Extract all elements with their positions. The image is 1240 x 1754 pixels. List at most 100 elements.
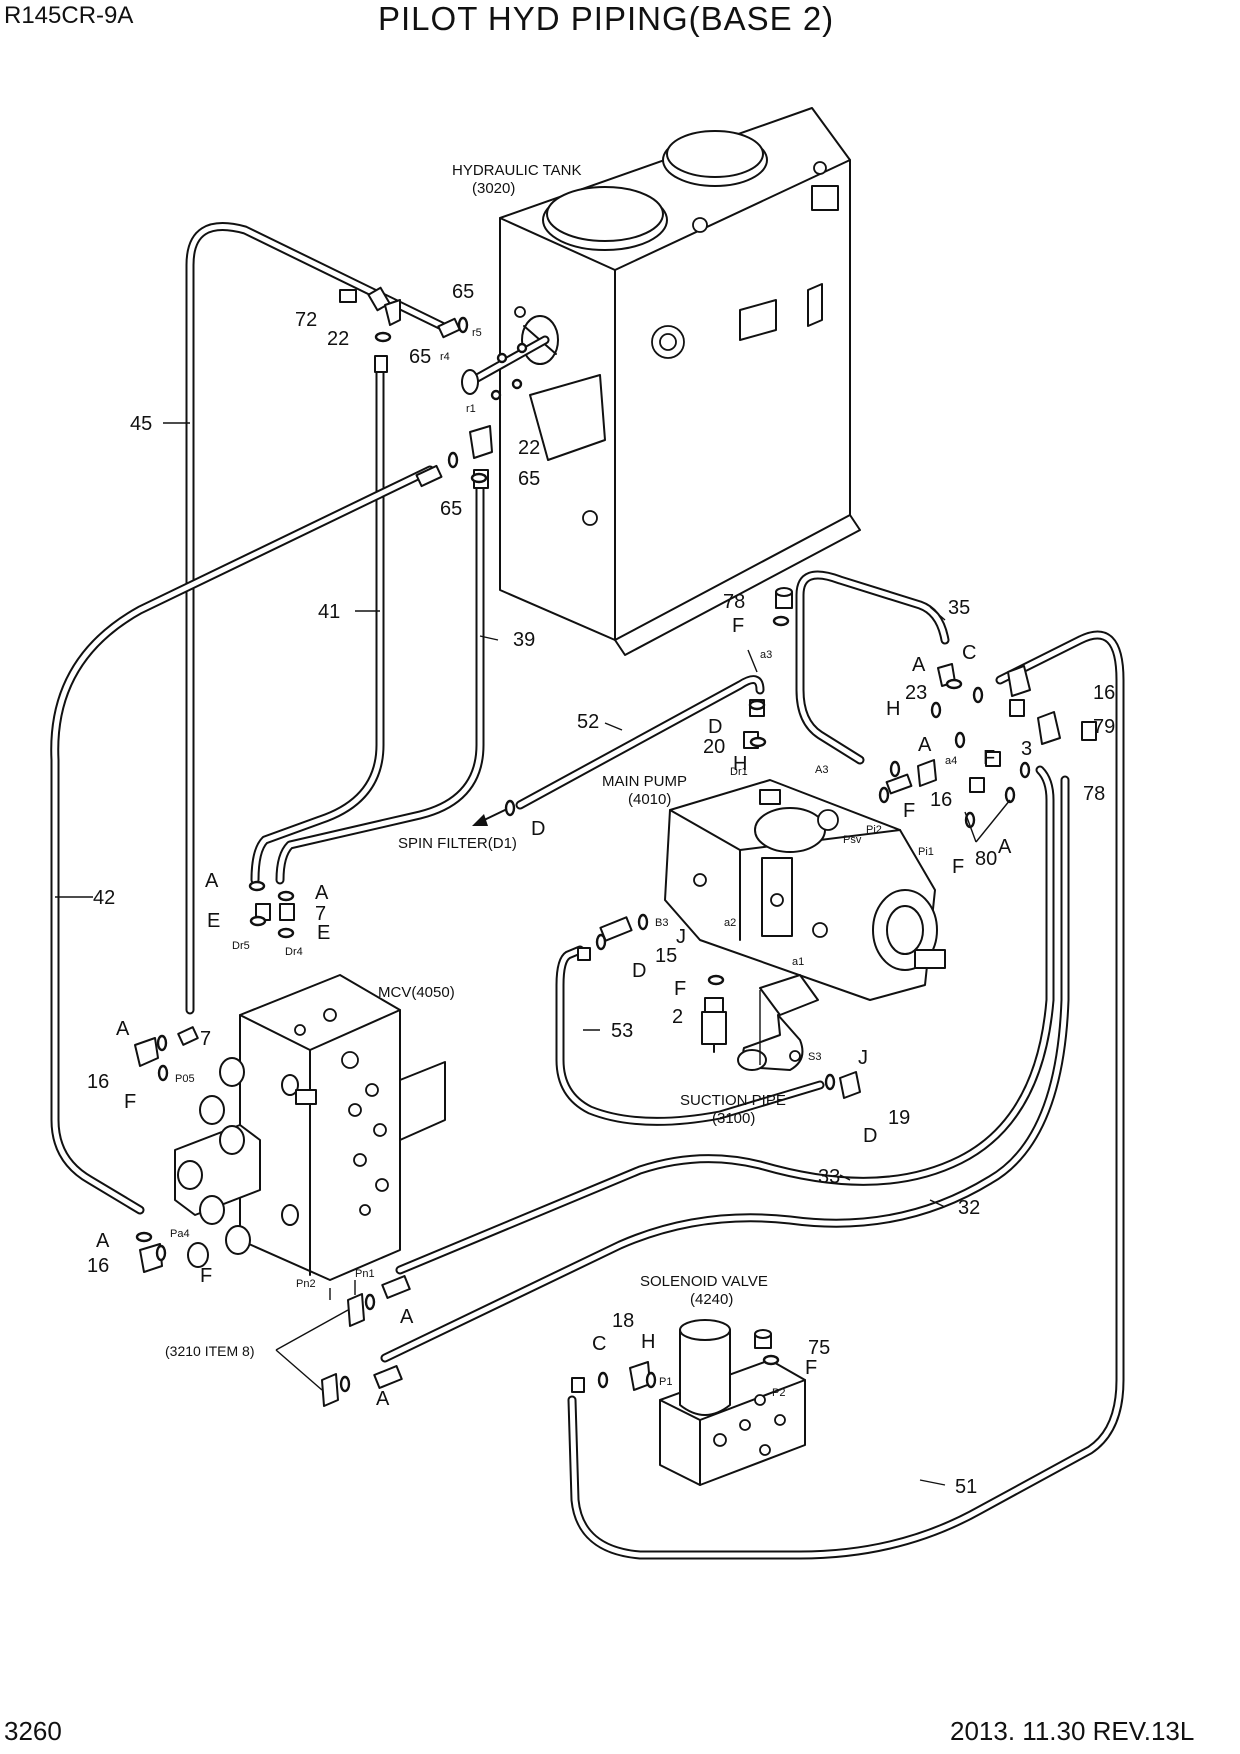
solenoid-coil (679, 1329, 731, 1416)
seal-a-mcv-4: A (96, 1230, 110, 1252)
seal-d-spin: D (531, 818, 545, 840)
port-pn2: Pn2 (296, 1278, 316, 1290)
callout-20: 20 (703, 736, 725, 758)
solenoid-valve (659, 1319, 806, 1486)
port-labels: r1 r4 r5 a3 Dr1 A3 a4 Psv Pi2 Pi1 B3 a2 … (170, 327, 957, 1399)
callout-65-low: 65 (440, 498, 462, 520)
pressure-switch-2 (701, 997, 727, 1053)
pipe-42 (50, 465, 435, 1215)
spin-filter-arrow (472, 809, 506, 826)
callout-18: 18 (612, 1310, 634, 1332)
suction-pipe-ref: (3100) (712, 1110, 755, 1127)
spin-filter-label: SPIN FILTER(D1) (398, 835, 517, 852)
port-r4: r4 (440, 351, 450, 363)
page-title: PILOT HYD PIPING(BASE 2) (378, 0, 835, 37)
callout-32: 32 (958, 1197, 980, 1219)
seal-h-23: H (886, 698, 900, 720)
port-psv: Psv (843, 834, 862, 846)
port-dr1: Dr1 (730, 766, 748, 778)
callout-78-top: 78 (723, 591, 745, 613)
mcv-block (174, 974, 446, 1281)
port-a2: a2 (724, 917, 736, 929)
callout-16-pump: 16 (930, 789, 952, 811)
seal-a-mcv-2: A (315, 882, 329, 904)
seal-d-15: D (632, 960, 646, 982)
callout-80: 80 (975, 848, 997, 870)
seal-f-2: F (674, 978, 686, 1000)
callout-42: 42 (93, 887, 115, 909)
mcv-spool-caps (177, 1057, 299, 1268)
seal-letter-callouts: A A A A A A A A A C C D D D D E E F F F … (96, 615, 1012, 1410)
seal-f-a4: F (983, 747, 995, 769)
o-rings (135, 316, 1031, 1393)
main-pump-ref: (4010) (628, 791, 671, 808)
seal-c-solenoid: C (592, 1333, 606, 1355)
seal-a-mcv-3: A (116, 1018, 130, 1040)
plug-75 (754, 1329, 772, 1349)
seal-a-80: A (998, 836, 1012, 858)
tank-return-manifold (461, 335, 550, 401)
seal-d-19: D (863, 1125, 877, 1147)
pipe-39 (275, 475, 485, 885)
callout-16-mcv-upper: 16 (87, 1071, 109, 1093)
port-p2: P2 (772, 1387, 785, 1399)
port-a1: a1 (792, 956, 804, 968)
pipe-41 (250, 355, 385, 885)
seal-c-35: C (962, 642, 976, 664)
seal-f-mcv-lower: F (200, 1265, 212, 1287)
pipe-32 (380, 775, 1070, 1363)
callout-2: 2 (672, 1006, 683, 1028)
main-pump (664, 779, 946, 1001)
port-p05: P05 (175, 1073, 195, 1085)
seal-a-pn1: A (400, 1306, 414, 1328)
seal-f-mcv-upper: F (124, 1091, 136, 1113)
callout-15: 15 (655, 945, 677, 967)
seal-e-right: E (317, 922, 330, 944)
model-code: R145CR-9A (4, 2, 134, 29)
main-pump-label: MAIN PUMP (602, 773, 687, 790)
callout-22-right: 22 (518, 437, 540, 459)
port-pi2: Pi2 (866, 824, 882, 836)
suction-pipe-label: SUCTION PIPE (680, 1092, 786, 1109)
callout-16-right: 16 (1093, 682, 1115, 704)
port-pa4: Pa4 (170, 1228, 190, 1240)
callout-35: 35 (948, 597, 970, 619)
tank-outlet-housing (529, 374, 606, 461)
solenoid-valve-ref: (4240) (690, 1291, 733, 1308)
seal-a-pump: A (918, 734, 932, 756)
callout-65-mid: 65 (409, 346, 431, 368)
callout-23: 23 (905, 682, 927, 704)
callout-52: 52 (577, 711, 599, 733)
port-s3: S3 (808, 1051, 821, 1063)
suction-pipe (737, 974, 819, 1071)
callout-45: 45 (130, 413, 152, 435)
callout-79: 79 (1093, 716, 1115, 738)
leader-lines (55, 422, 1011, 1486)
plug-78-top (775, 587, 793, 609)
port-p1: P1 (659, 1376, 672, 1388)
item-ref-label: (3210 ITEM 8) (165, 1343, 254, 1359)
callout-16-mcv-lower: 16 (87, 1255, 109, 1277)
port-pn1: Pn1 (355, 1268, 375, 1280)
pipe-45 (185, 222, 455, 1015)
callout-51: 51 (955, 1476, 977, 1498)
seal-h-solenoid: H (641, 1331, 655, 1353)
part-number-callouts: 72 22 65 65 22 65 65 45 41 39 42 52 78 3… (87, 281, 1115, 1498)
hydraulic-tank-ref: (3020) (472, 180, 515, 197)
callout-75: 75 (808, 1337, 830, 1359)
revision-date: 2013. 11.30 REV.13L (950, 1716, 1195, 1746)
seal-a-35: A (912, 654, 926, 676)
port-a4: a4 (945, 755, 957, 767)
callout-41: 41 (318, 601, 340, 623)
seal-f-80: F (952, 856, 964, 878)
port-dr4: Dr4 (285, 946, 303, 958)
pipe-35 (795, 570, 950, 765)
pipe-51 (567, 630, 1125, 1560)
callout-3: 3 (1021, 738, 1032, 760)
tank-block (739, 299, 777, 341)
seal-f-75: F (805, 1357, 817, 1379)
seal-h-20: H (733, 753, 747, 775)
mcv-label: MCV(4050) (378, 984, 455, 1001)
seal-j-15: J (676, 926, 686, 948)
